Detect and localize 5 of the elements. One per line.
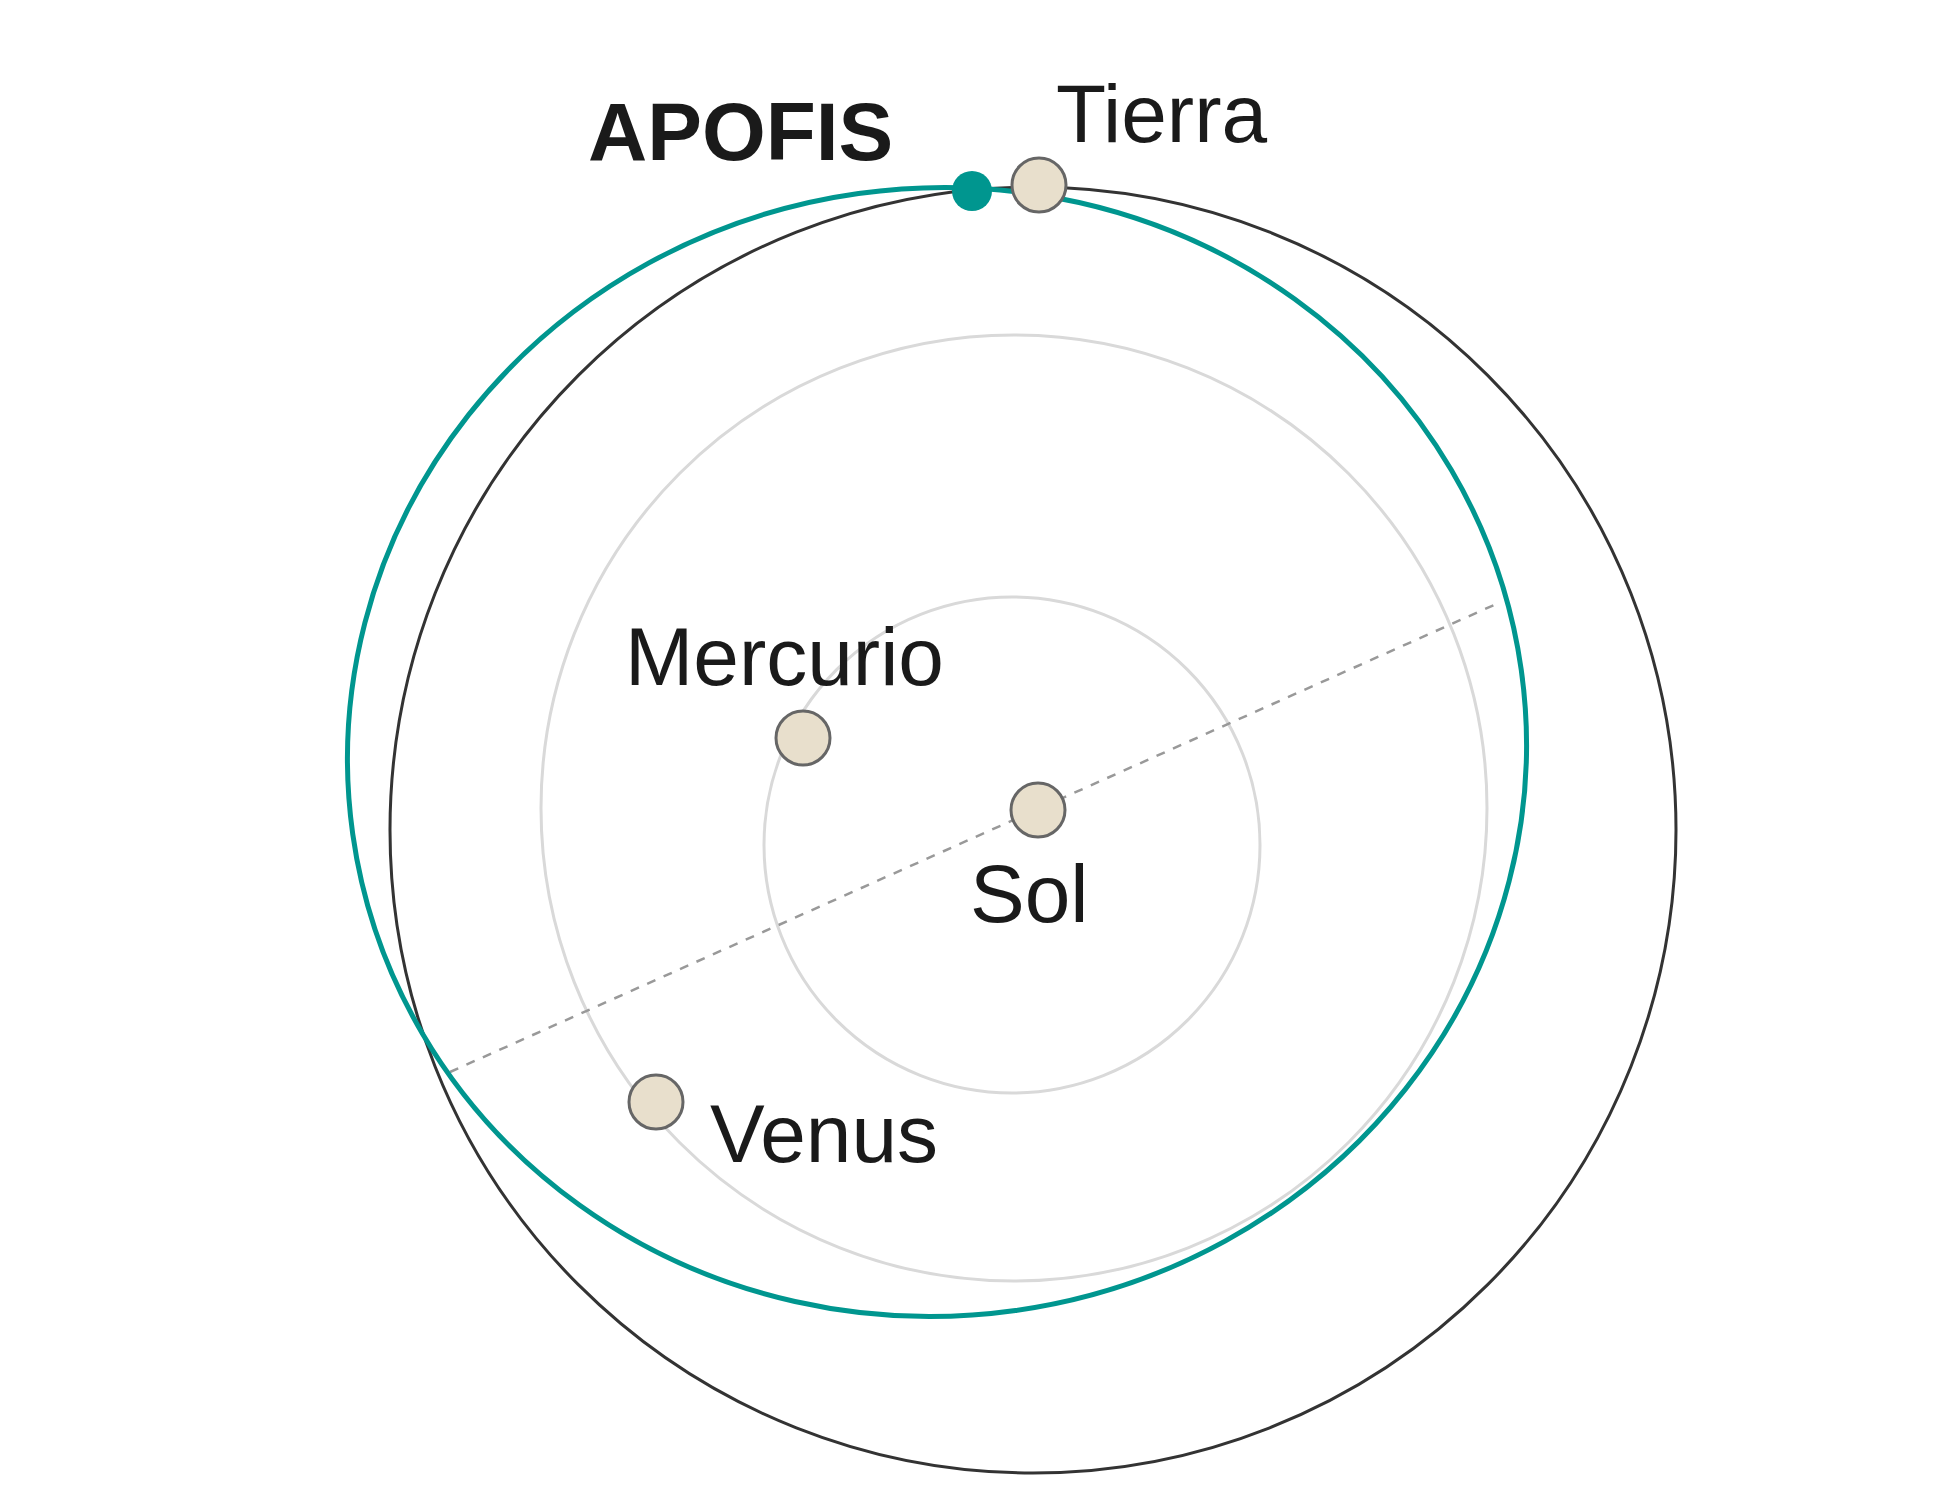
planet-label: Mercurio [625, 611, 944, 702]
planet-label: Venus [710, 1088, 938, 1179]
asteroid-label: APOFIS [588, 86, 894, 177]
planet-label: Sol [970, 848, 1089, 939]
planet-label: Tierra [1056, 68, 1268, 159]
